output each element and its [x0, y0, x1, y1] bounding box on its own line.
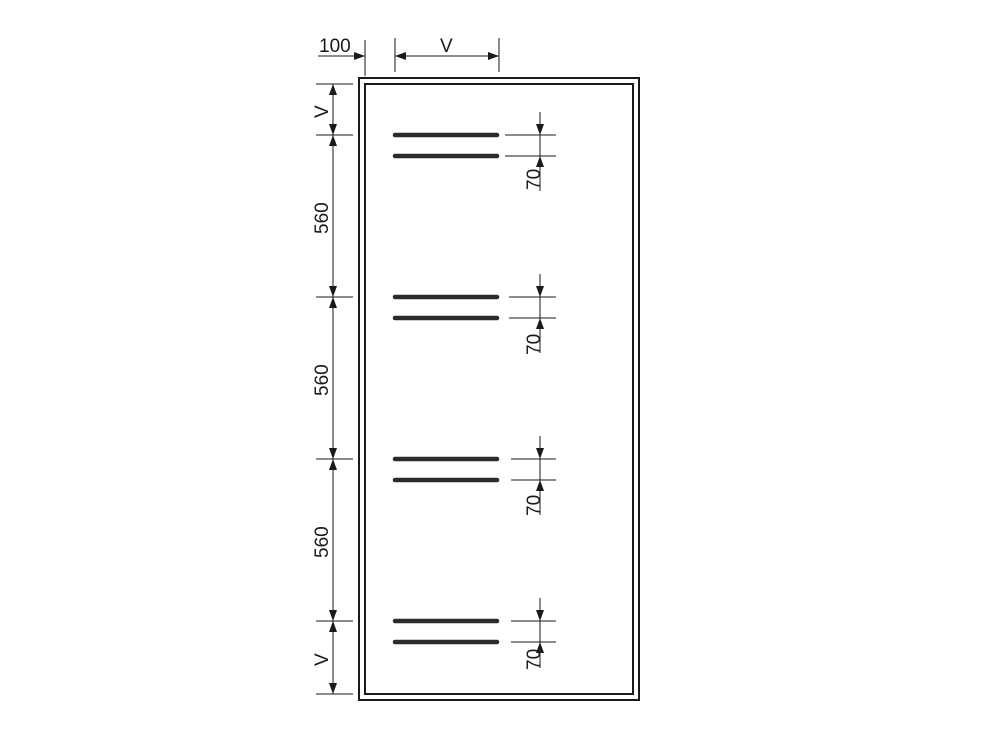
label-bottom-margin: V: [312, 653, 333, 666]
arrow-d: [329, 286, 337, 297]
arrow-v-top-left: [395, 52, 406, 60]
rail-gap-dimensions: 70 70 70 70: [505, 112, 556, 670]
panel-frame: [358, 77, 640, 701]
panel-outer-edge: [358, 77, 640, 701]
rail-gap-dimension-4: 70: [511, 598, 556, 670]
arrow-g: [329, 459, 337, 470]
arrow-b: [329, 124, 337, 135]
label-rail-setback: V: [440, 36, 453, 57]
rail-gap-dimension-1: 70: [505, 112, 556, 191]
arrow-j: [329, 683, 337, 694]
arrow-v-top-right: [488, 52, 499, 60]
label-edge-offset: 100: [319, 36, 351, 57]
label-rail-gap-2: 70: [524, 334, 545, 355]
arrow-a: [329, 84, 337, 95]
arrow-f: [329, 448, 337, 459]
left-dimension-chain: V 560 560 560 V: [312, 83, 353, 695]
rail-gap-dimension-3: 70: [511, 436, 556, 516]
arrow-100: [354, 52, 365, 60]
top-dimension: 100 V: [318, 36, 500, 76]
arrow-h: [329, 610, 337, 621]
label-top-margin: V: [312, 105, 333, 118]
label-spacing-1: 560: [312, 202, 333, 234]
label-rail-gap-4: 70: [524, 649, 545, 670]
label-spacing-3: 560: [312, 526, 333, 558]
label-spacing-2: 560: [312, 364, 333, 396]
label-rail-gap-3: 70: [524, 495, 545, 516]
label-rail-gap-1: 70: [524, 169, 545, 190]
arrow-i: [329, 621, 337, 632]
arrow-c: [329, 135, 337, 146]
rail-gap-dimension-2: 70: [509, 274, 556, 355]
arrow-e: [329, 297, 337, 308]
rail-pairs: [392, 132, 500, 645]
panel-inner-edge: [364, 83, 634, 695]
